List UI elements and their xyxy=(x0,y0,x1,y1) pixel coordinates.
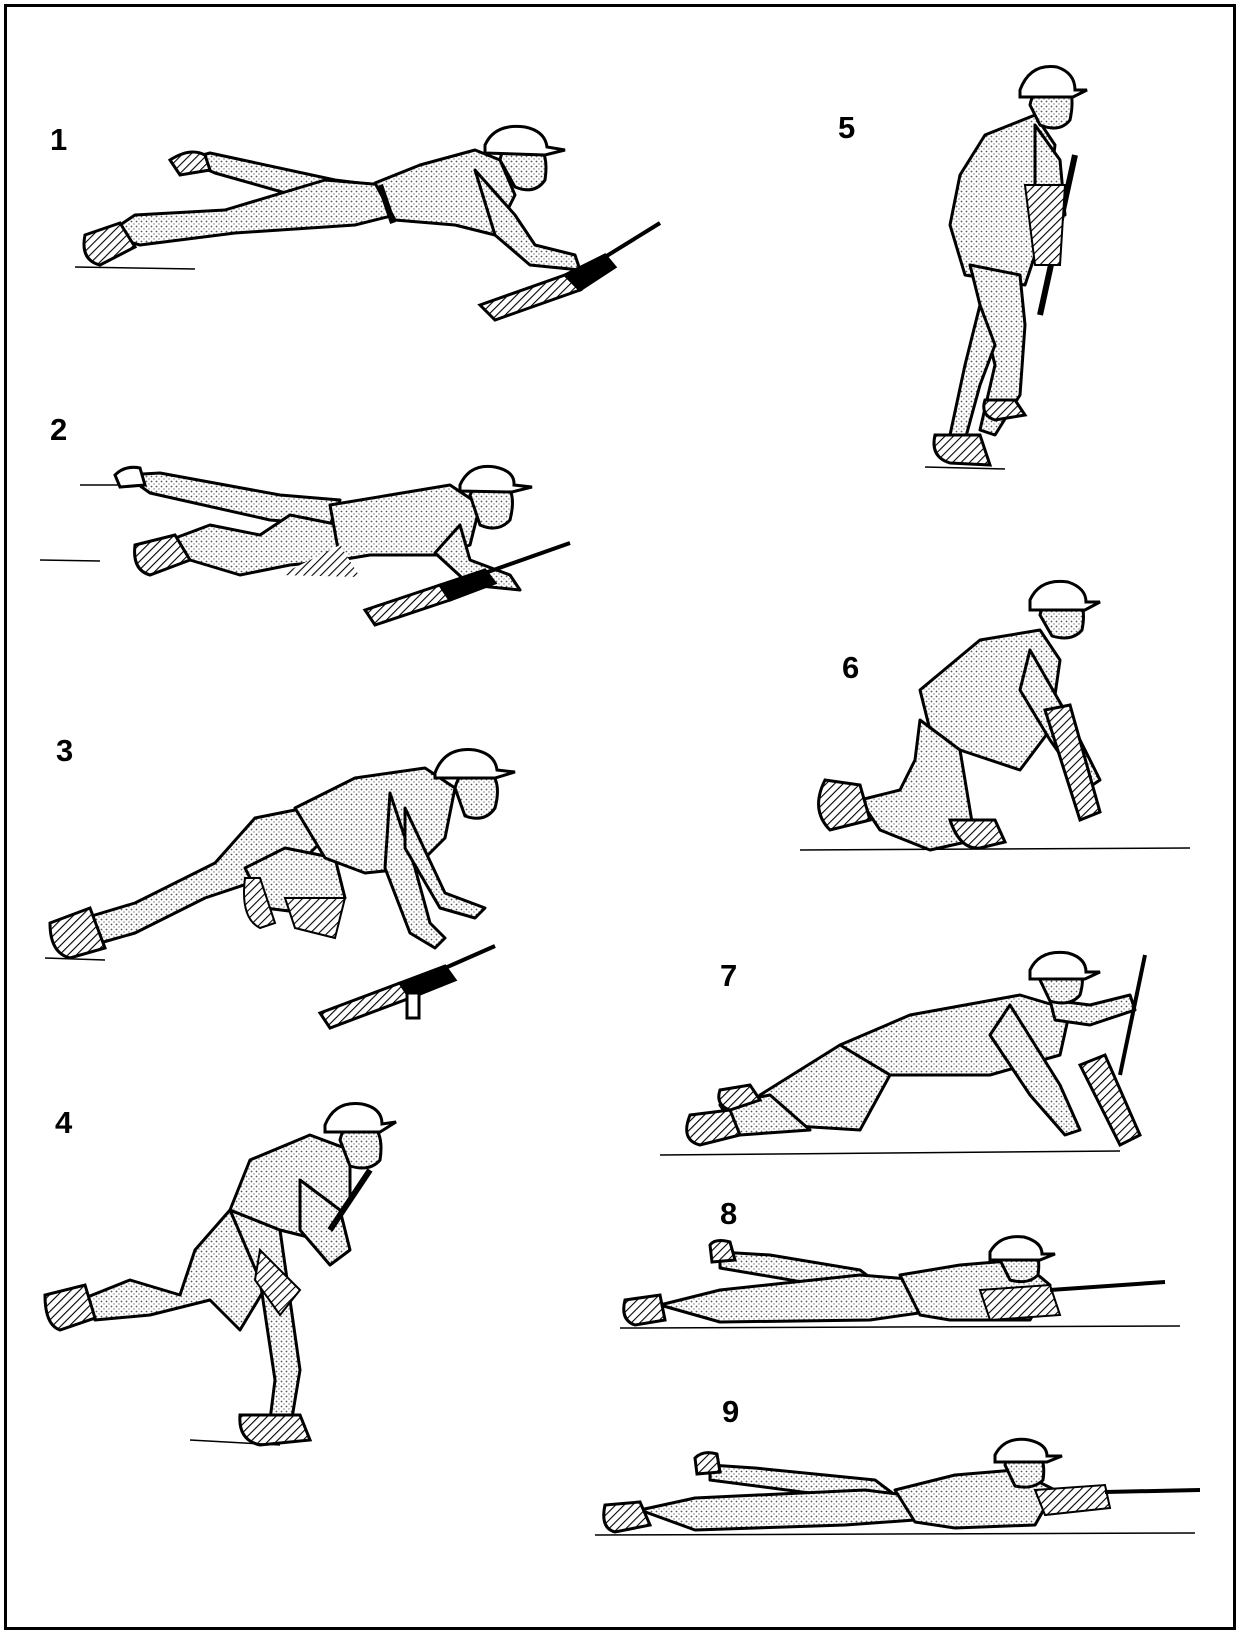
figure-label-5: 5 xyxy=(838,112,855,143)
figure-label-8: 8 xyxy=(720,1198,737,1229)
soldier-figure-7 xyxy=(660,955,1200,1180)
soldier-figure-2 xyxy=(40,465,580,630)
soldier-figure-3 xyxy=(45,748,535,1048)
figure-label-9: 9 xyxy=(722,1396,739,1427)
soldier-figure-5 xyxy=(925,65,1170,525)
figure-label-1: 1 xyxy=(50,124,67,155)
soldier-figure-1 xyxy=(75,125,665,340)
soldier-figure-8 xyxy=(620,1240,1200,1360)
figure-label-2: 2 xyxy=(50,414,67,445)
soldier-figure-6 xyxy=(800,580,1200,900)
soldier-figure-4 xyxy=(40,1100,410,1500)
soldier-figure-9 xyxy=(595,1440,1215,1555)
